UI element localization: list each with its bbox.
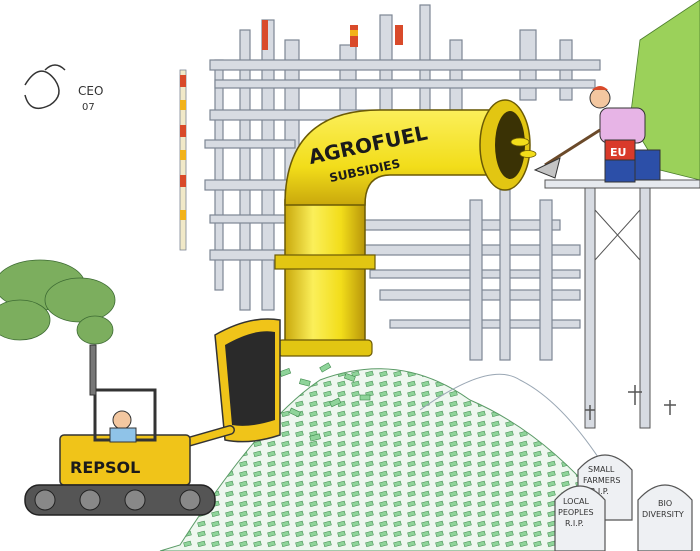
svg-text:LOCAL: LOCAL [563, 497, 590, 506]
svg-text:R.I.P.: R.I.P. [565, 519, 584, 528]
signature-text: CEO [78, 84, 103, 98]
worker-apron-label: EU [610, 146, 626, 159]
worker: EU [533, 86, 661, 183]
svg-text:PEOPLES: PEOPLES [558, 508, 594, 517]
platform [544, 179, 700, 429]
tree-leaves [629, 0, 700, 181]
gravestone-bio-diversity: BIO DIVERSITY [637, 484, 693, 551]
chimneys [179, 20, 403, 251]
agrofuel-pipe: AGROFUEL SUBSIDIES [274, 99, 537, 357]
factory-pipes [204, 4, 601, 361]
falling-money [248, 362, 371, 442]
bulldozer-brand: REPSOL [70, 458, 140, 477]
svg-text:FARMERS: FARMERS [583, 476, 621, 485]
graveyard: SMALL FARMERS R.I.P. LOCAL PEOPLES R.I.P… [554, 385, 693, 551]
smoke-cloud [0, 259, 116, 345]
svg-text:SMALL: SMALL [588, 465, 615, 474]
svg-text:BIO: BIO [658, 499, 672, 508]
money-pile [159, 368, 601, 551]
artist-signature: CEO 07 [24, 64, 103, 113]
signature-year: 07 [82, 102, 95, 113]
svg-text:DIVERSITY: DIVERSITY [642, 510, 684, 519]
bulldozer: REPSOL [24, 318, 281, 516]
gravestone-local-peoples: LOCAL PEOPLES R.I.P. [554, 485, 606, 551]
svg-text:R.I.P.: R.I.P. [590, 487, 609, 496]
